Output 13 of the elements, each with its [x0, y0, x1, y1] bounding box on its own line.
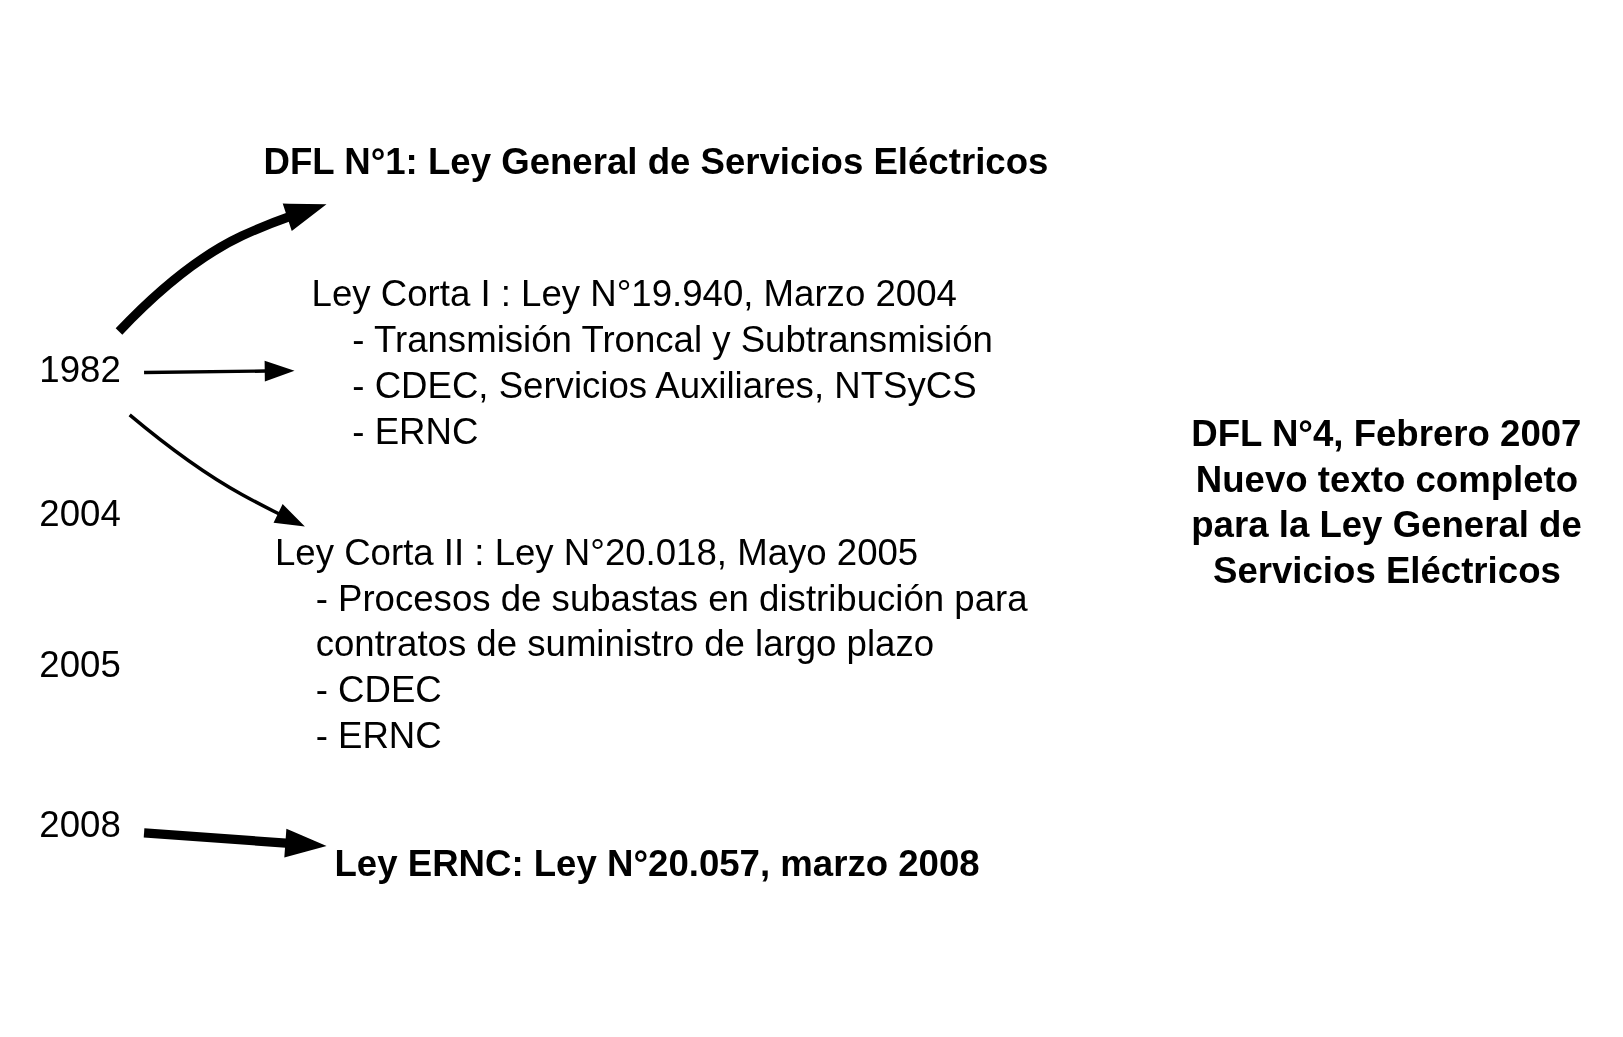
node-text: 2008 [39, 804, 121, 846]
node-text: 1982 [39, 348, 121, 390]
node-text: DFL N°1: Ley General de Servicios Eléctricos [263, 140, 1049, 182]
node-text: 2004 [39, 493, 121, 535]
arrow [128, 413, 305, 527]
node-text: Ley ERNC: Ley N°20.057, marzo 2008 [334, 843, 980, 885]
arrow [144, 360, 295, 382]
node-text: 2005 [39, 644, 121, 686]
arrow [143, 828, 327, 858]
node-text: Ley Corta I : Ley N°19.940, Marzo 2004 - Transmisión Troncal y Subtransmisión - CDEC, Servicios Auxiliares, NTSyCS - ERNC [311, 273, 993, 452]
node-text: DFL N°4, Febrero 2007 Nuevo texto completo para la Ley General de Servicios Eléctricos [1191, 412, 1582, 592]
arrow [115, 203, 327, 335]
node-text: Ley Corta II : Ley N°20.018, Mayo 2005 - Procesos de subastas en distribución para contratos de suministro de largo plazo - CDEC - ERNC [275, 531, 1028, 756]
